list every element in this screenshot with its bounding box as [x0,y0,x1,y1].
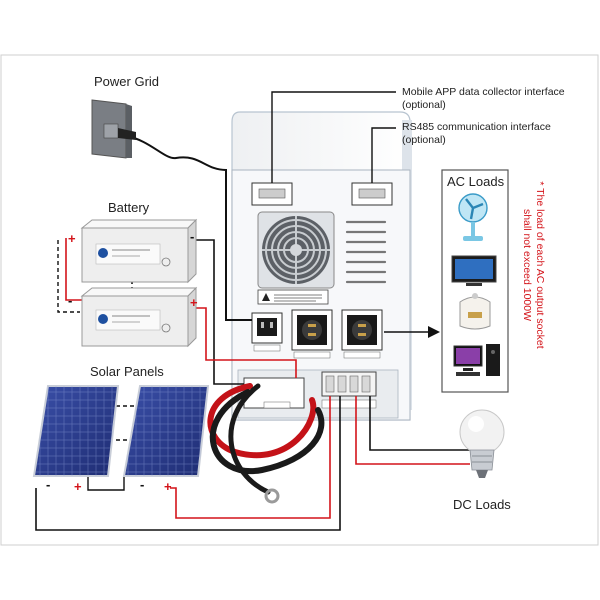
ac-load-note-line2: shall not exceed 1000W [521,208,533,322]
ring-terminal [264,488,280,504]
wall-socket-icon [91,99,136,159]
battery-icon-2 [80,286,198,348]
solar1-minus-sign: - [46,477,51,492]
dc-loads-label: DC Loads [453,497,511,512]
inverter-unit [231,111,412,421]
solar2-plus-sign: + [164,479,172,494]
solar2-minus-sign: - [140,477,145,492]
battery1-plus-sign: + [68,231,76,246]
solar-panels-label: Solar Panels [90,364,164,379]
rs485-optional-label: (optional) [402,134,446,146]
ac-loads-label: AC Loads [447,174,505,189]
battery2-plus-sign: + [190,295,198,310]
solar-panel-icon-2 [122,385,210,477]
vent-slots [345,220,387,284]
cooling-fan [257,211,335,289]
television-icon [451,255,497,286]
electric-fan-icon [458,193,488,241]
red-wires [65,238,470,519]
battery-label: Battery [108,200,150,215]
light-bulb-icon [459,409,505,478]
rice-cooker-icon [459,293,491,330]
connector-lines [35,91,470,531]
solar1-plus-sign: + [74,479,82,494]
ac-loads-arrow [428,326,440,338]
mobile-app-interface-label: Mobile APP data collector interface [402,86,565,98]
ac-load-note-line1: * The load of each AC output socket [534,181,546,349]
dc-terminal-block [321,371,377,409]
rs485-interface-label: RS485 communication interface [402,121,551,133]
ac-output-socket-1 [291,309,333,359]
mobile-app-optional-label: (optional) [402,99,446,111]
solar-panel-icon-1 [32,385,120,477]
warning-sticker [257,289,329,305]
battery-cables [207,383,325,495]
computer-icon [453,344,500,376]
ac-output-socket-2 [341,309,383,359]
battery-icon-1 [80,218,198,284]
power-grid-label: Power Grid [94,74,160,89]
battery2-minus-sign: - [68,293,73,308]
ac-load-note: * The load of each AC output socket shal… [500,170,546,360]
ac-loads-panel [441,169,509,393]
battery1-minus-sign: - [190,229,195,244]
